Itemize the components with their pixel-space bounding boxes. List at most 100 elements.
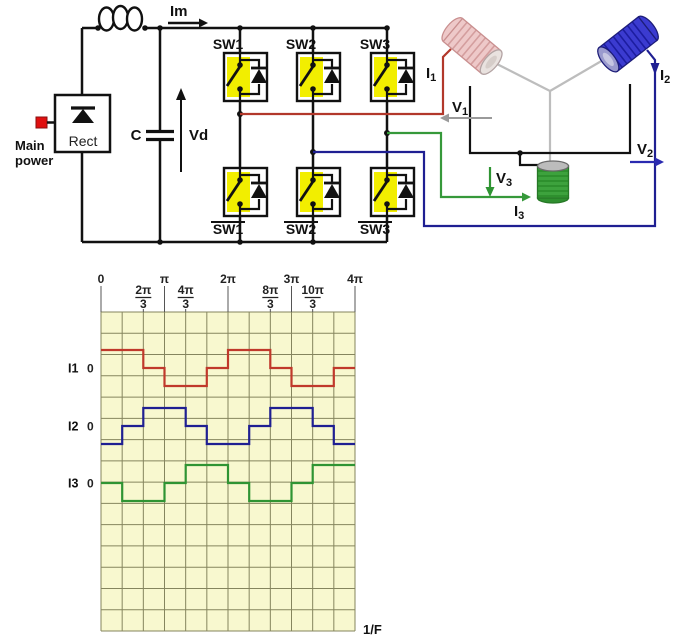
switch-blade-icon — [225, 64, 243, 87]
im-label: Im — [170, 3, 188, 20]
switch-contact-dot — [310, 201, 316, 207]
switch-label-top: SW1 — [213, 36, 244, 52]
phase1-output-wire — [240, 48, 452, 116]
switch-label-bottom: SW1 — [213, 221, 244, 237]
inverter-circuit-diagram: Main power Rect Im C Vd — [15, 3, 670, 245]
dc-bus-wiring — [80, 26, 387, 244]
switch-contact-dot — [310, 86, 316, 92]
switch-contact-dot — [384, 177, 390, 183]
switch-module-upper-1: SW1 — [213, 36, 269, 103]
switch-internal-wiring — [385, 53, 408, 101]
series-zero-label-i3: 0 — [87, 477, 94, 491]
phase2-output-wire — [313, 49, 657, 228]
i2-arrow-icon — [650, 63, 660, 75]
axis-tick-label-denominator: 3 — [140, 297, 147, 311]
phase3-output-wire — [387, 131, 522, 199]
switch-label-bottom: SW3 — [360, 221, 391, 237]
axis-tick-label-numerator: 4π — [178, 283, 194, 297]
i3-arrow-icon — [522, 192, 531, 202]
switch-label-top: SW3 — [360, 36, 391, 52]
freewheel-diode-icon — [251, 184, 267, 198]
switch-internal-wiring — [385, 168, 408, 216]
axis-tick-label: 4π — [347, 272, 363, 286]
i3-label: I3 — [514, 203, 524, 222]
vd-label: Vd — [189, 127, 208, 144]
axis-tick-label-numerator: 10π — [301, 283, 324, 297]
switch-highlight — [300, 57, 323, 97]
switch-blade-icon — [372, 64, 390, 87]
switch-contact-dot — [384, 62, 390, 68]
switch-internal-wiring — [311, 168, 334, 216]
switch-module-upper-3: SW3 — [360, 36, 416, 103]
switch-contact-dot — [237, 86, 243, 92]
capacitor-label: C — [131, 127, 142, 144]
rectifier-box — [53, 93, 112, 154]
switch-highlight — [300, 172, 323, 212]
series-zero-label-i1: 0 — [87, 362, 94, 376]
switch-highlight — [374, 57, 397, 97]
waveform-i3 — [101, 463, 355, 503]
switch-module-lower-2: SW2 — [284, 166, 342, 237]
switch-blade-icon — [298, 64, 316, 87]
axis-tick-label: π — [160, 272, 169, 286]
waveform-i2 — [101, 406, 355, 446]
switch-contact-dot — [384, 201, 390, 207]
switch-module-lower-1: SW1 — [211, 166, 269, 237]
switch-module-upper-2: SW2 — [286, 36, 342, 103]
winding-coil-phase2 — [597, 15, 659, 73]
i2-label: I2 — [660, 67, 670, 86]
freewheel-diode-icon — [398, 69, 414, 83]
switch-highlight — [227, 57, 250, 97]
switch-highlight — [227, 172, 250, 212]
winding-terminal-wiring — [468, 84, 632, 155]
v1-label: V1 — [452, 99, 468, 118]
switch-blade-icon — [372, 179, 390, 202]
axis-tick-label-denominator: 3 — [182, 297, 189, 311]
winding3-elbow-wire — [518, 153, 538, 167]
v2-label: V2 — [637, 141, 653, 160]
main-power-label-line1: Main — [15, 138, 45, 153]
switch-contact-dot — [237, 201, 243, 207]
switch-internal-wiring — [311, 53, 334, 101]
waveform-i1 — [101, 348, 355, 388]
switch-contact-dot — [237, 177, 243, 183]
v2-arrow-icon — [655, 157, 664, 167]
vd-arrow-icon — [176, 88, 186, 100]
switch-label-bottom: SW2 — [286, 221, 317, 237]
axis-tick-label-numerator: 8π — [262, 283, 278, 297]
i1-label: I1 — [426, 65, 436, 84]
axis-tick-label: 0 — [98, 272, 105, 286]
v3-label: V3 — [496, 170, 512, 189]
im-arrow-icon — [199, 18, 208, 28]
switch-contact-dot — [310, 62, 316, 68]
wye-neutral-wires — [490, 55, 611, 164]
switch-internal-wiring — [238, 53, 261, 101]
switch-module-lower-3: SW3 — [358, 166, 416, 237]
series-zero-label-i2: 0 — [87, 420, 94, 434]
capacitor-icon — [146, 129, 174, 142]
series-label-i1: I1 — [68, 362, 78, 376]
axis-tick-label-denominator: 3 — [267, 297, 274, 311]
freewheel-diode-icon — [398, 184, 414, 198]
axis-tick-label: 3π — [284, 272, 300, 286]
v3-arrow-icon — [485, 187, 495, 197]
freewheel-diode-icon — [324, 184, 340, 198]
freewheel-diode-icon — [324, 69, 340, 83]
switch-blade-icon — [298, 179, 316, 202]
dc-link-inductor-icon — [95, 4, 148, 32]
rectifier-diode-icon — [72, 109, 94, 123]
switch-contact-dot — [384, 86, 390, 92]
axis-tick-label-numerator: 2π — [135, 283, 151, 297]
series-label-i3: I3 — [68, 477, 78, 491]
v1-arrow-icon — [440, 113, 449, 123]
main-power-label-line2: power — [15, 153, 53, 168]
motor-windings: I1 V1 I2 V2 V3 I3 — [426, 15, 670, 222]
switch-blade-icon — [225, 179, 243, 202]
winding-coil-phase1 — [441, 17, 503, 75]
axis-tick-label: 2π — [220, 272, 236, 286]
winding-coil-phase3 — [536, 160, 570, 204]
